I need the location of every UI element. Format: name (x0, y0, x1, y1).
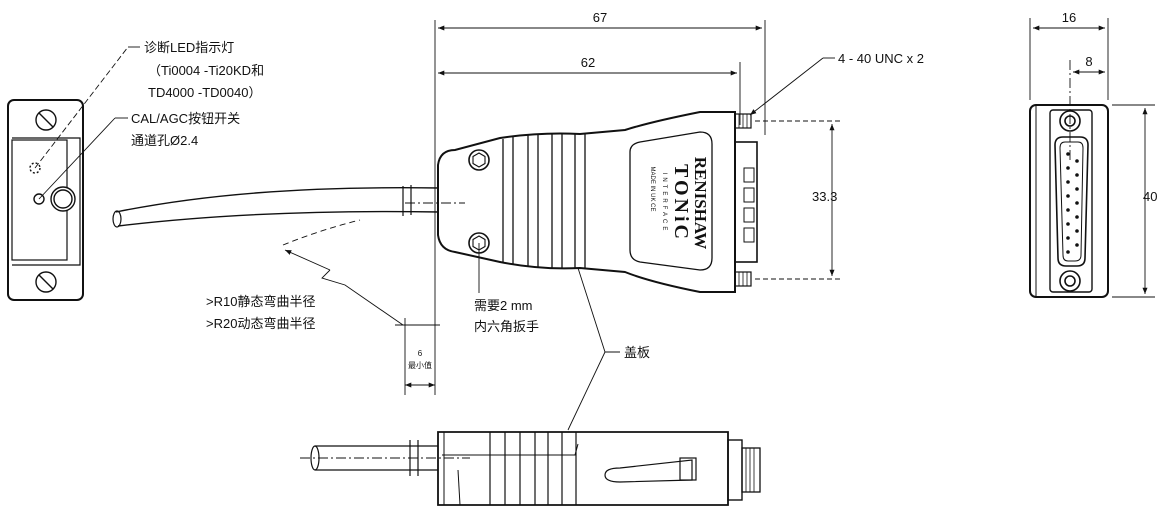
origin-text: MADE IN UK CE (649, 166, 655, 211)
dim-min-clearance-label: 最小值 (408, 360, 432, 370)
cal-callout-line2: 通道孔Ø2.4 (131, 133, 198, 148)
brand-text: RENISHAW (691, 157, 710, 250)
led-indicator (29, 162, 41, 174)
wrench-line1: 需要2 mm (474, 298, 533, 313)
left-end-view (7, 99, 84, 301)
bend-radius-lines (282, 219, 440, 395)
cal-hole (33, 193, 45, 205)
left-leaders (34, 46, 140, 200)
main-body (112, 111, 758, 293)
product-label: RENISHAW TONiC INTERFACE MADE IN UK CE (649, 157, 710, 250)
dim-side-offset: 8 (1085, 54, 1092, 69)
interface-text: INTERFACE (661, 173, 667, 234)
wrench-line2: 内六角扳手 (474, 319, 539, 334)
bend-dynamic: >R20动态弯曲半径 (206, 316, 315, 331)
dim-side-height: 40 (1143, 189, 1157, 204)
thread-callout: 4 - 40 UNC x 2 (838, 51, 924, 66)
bend-static: >R10静态弯曲半径 (206, 294, 315, 309)
led-callout-line1: 诊断LED指示灯 (144, 40, 234, 55)
side-view (310, 431, 761, 506)
right-dimension-lines (1029, 18, 1155, 298)
connector-pins (1066, 152, 1079, 254)
dim-min-clearance-value: 6 (418, 349, 423, 358)
cover-leaders (567, 267, 620, 431)
led-callout-line3: TD4000 -TD0040） (148, 85, 261, 100)
product-text: TONiC (670, 164, 692, 242)
cover-callout: 盖板 (624, 345, 650, 360)
cal-callout-line1: CAL/AGC按钮开关 (131, 111, 240, 126)
dim-body-length: 62 (581, 55, 595, 70)
thread-leader (749, 57, 835, 116)
dim-screw-spacing-lines (755, 120, 840, 280)
dim-screw-spacing: 33.3 (812, 189, 837, 204)
led-callout-line2: （Ti0004 -Ti20KD和 (148, 63, 264, 78)
dim-overall-length: 67 (593, 10, 607, 25)
right-end-view (1029, 104, 1109, 298)
dim-side-width: 16 (1062, 10, 1076, 25)
